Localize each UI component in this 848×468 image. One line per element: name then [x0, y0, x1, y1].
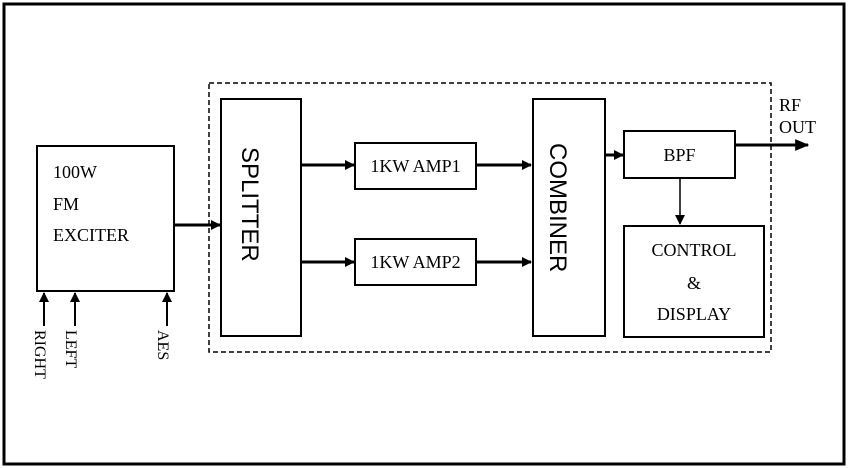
aes-input-label: AES [154, 330, 171, 360]
combiner-label: COMBINER [544, 143, 571, 272]
bpf-block: BPF [623, 130, 736, 179]
input-arrows [39, 292, 172, 326]
amp1-block: 1KW AMP1 [354, 142, 477, 190]
amp2-block: 1KW AMP2 [354, 238, 477, 286]
bpf-label: BPF [663, 145, 695, 165]
exciter-label-1: 100W [53, 162, 97, 182]
left-input-label: LEFT [62, 330, 79, 368]
amp2-label: 1KW AMP2 [370, 252, 460, 272]
dashed-enclosure [208, 82, 772, 353]
exciter-label-2: FM [53, 194, 79, 214]
exciter-block: 100W FM EXCITER [36, 145, 175, 292]
splitter-block: SPLITTER [220, 98, 302, 337]
splitter-label: SPLITTER [236, 147, 263, 262]
control-display-block: CONTROL & DISPLAY [623, 225, 765, 338]
rf-out-label-1: RF [779, 95, 801, 115]
control-label-1: CONTROL [652, 240, 737, 260]
control-label-3: DISPLAY [657, 304, 731, 324]
combiner-block: COMBINER [532, 98, 606, 337]
control-label-2: & [687, 273, 701, 293]
rf-out-label-2: OUT [779, 117, 816, 137]
exciter-label-3: EXCITER [53, 225, 129, 245]
right-input-label: RIGHT [31, 330, 48, 379]
amp1-label: 1KW AMP1 [370, 156, 460, 176]
